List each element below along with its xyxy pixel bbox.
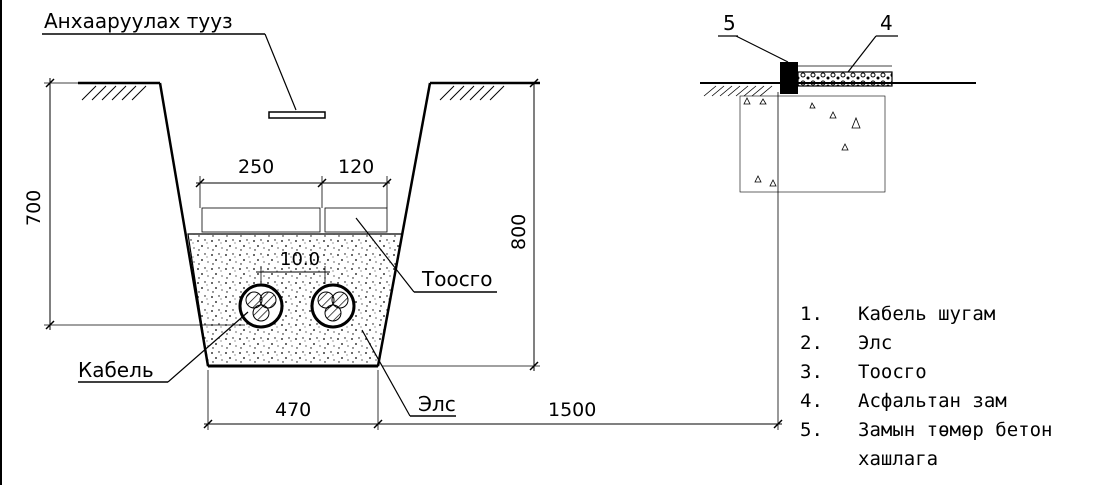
sand-leader xyxy=(355,217,415,293)
concrete-curb xyxy=(780,62,798,94)
trench-wall-left xyxy=(158,82,210,367)
cable-left xyxy=(238,283,284,329)
road-base-aggregate xyxy=(743,97,861,187)
dim-800: 800 xyxy=(508,214,530,250)
marker-5: 5 xyxy=(723,11,736,35)
dim-1500: 1500 xyxy=(548,399,596,421)
road-base xyxy=(739,95,886,193)
asphalt-layer xyxy=(797,71,893,87)
marker-4-leader xyxy=(847,35,877,73)
legend-item: хашлага xyxy=(858,448,939,470)
marker-4: 4 xyxy=(880,11,893,35)
marker-5-leader xyxy=(735,35,789,63)
legend-item: 3.Тоосго xyxy=(800,361,927,383)
dim-10: 10.0 xyxy=(280,249,320,270)
brick-2 xyxy=(324,207,388,233)
els-label: Элс xyxy=(418,392,456,416)
soil-hatch-left xyxy=(81,85,505,101)
legend-item: 4.Асфальтан зам xyxy=(800,390,1007,412)
cable-right xyxy=(310,283,356,329)
sand-label: Тоосго xyxy=(421,267,492,291)
legend-item: 1.Кабель шугам xyxy=(800,303,996,325)
warning-tape xyxy=(268,111,326,119)
cable-leader xyxy=(167,311,249,383)
legend-item: 5.Замын төмөр бетон xyxy=(800,419,1053,441)
warning-tape-leader xyxy=(264,33,297,111)
dim-700: 700 xyxy=(23,190,45,226)
brick-1 xyxy=(201,207,321,233)
dim-250: 250 xyxy=(238,156,274,178)
legend-item: 2.Элс xyxy=(800,332,893,354)
els-leader xyxy=(361,329,411,417)
legend: 1.Кабель шугам 2.Элс 3.Тоосго 4.Асфальта… xyxy=(800,300,1052,474)
warning-tape-label: Анхааруулах тууз xyxy=(44,9,233,33)
dim-120: 120 xyxy=(338,156,374,178)
cable-label: Кабель xyxy=(78,358,154,382)
dim-470: 470 xyxy=(275,399,311,421)
soil-hatch-right xyxy=(703,85,773,97)
